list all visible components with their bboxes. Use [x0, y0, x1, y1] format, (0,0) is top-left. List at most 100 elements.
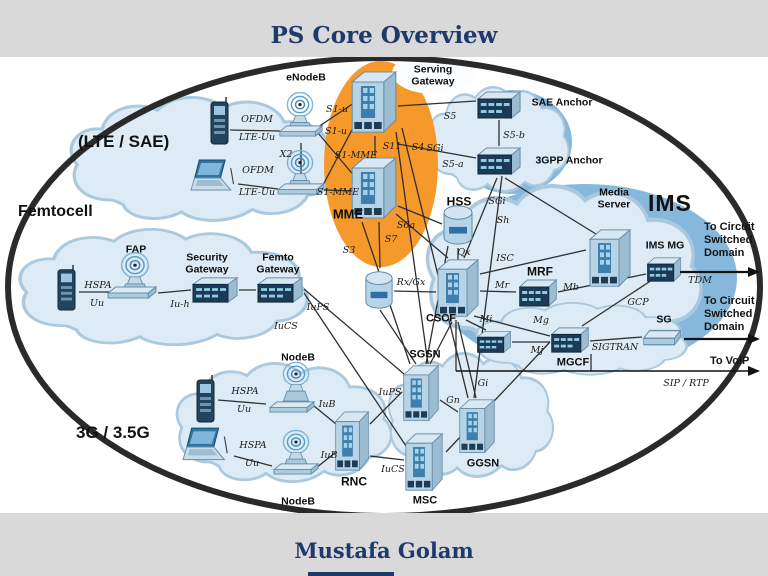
- link-label-mi: Mi: [479, 314, 493, 325]
- link-lines: [79, 100, 653, 469]
- link-label-s5b: S5-b: [503, 130, 525, 141]
- link-label-s1u-1: S1-u: [326, 104, 348, 115]
- fap-base-icon: [107, 286, 157, 299]
- label-serving-gateway: Serving Gateway: [411, 63, 455, 87]
- link-label-s5: S5: [443, 111, 457, 122]
- ggsn-server-icon: [459, 399, 495, 453]
- link-label-hspa-1: HSPA: [231, 386, 259, 397]
- serving-gateway-server-icon: [351, 71, 397, 133]
- link-label-iups-femto: IuPS: [306, 302, 330, 313]
- femto-handset-icon: [57, 264, 76, 311]
- slide-title: PS Core Overview: [270, 22, 498, 49]
- link-label-gn: Gn: [446, 395, 460, 406]
- mgcf-gateway-icon: [551, 327, 589, 353]
- bgcf-gateway-icon: [477, 331, 511, 353]
- label-mrf: MRF: [527, 264, 553, 279]
- label-rnc: RNC: [341, 474, 367, 489]
- cscf-server-icon: [437, 259, 479, 317]
- link-label-mj: Mj: [530, 345, 544, 356]
- label-nodeb-top: NodeB: [281, 351, 315, 364]
- region-label-lte-sae: (LTE / SAE): [78, 132, 170, 151]
- rnc-server-icon: [335, 411, 369, 471]
- link-label-x2: X2: [279, 149, 293, 160]
- media-server-icon: [589, 229, 631, 287]
- label-ggsn: GGSN: [466, 457, 500, 470]
- link-label-mg: Mg: [533, 315, 549, 326]
- label-mme: MME: [332, 206, 364, 222]
- label-sg: SG: [656, 313, 672, 326]
- femto-gateway-icon: [257, 277, 303, 303]
- label-fap: FAP: [125, 243, 147, 256]
- link-label-mb: Mb: [563, 282, 579, 293]
- link-label-iups-3g: IuPS: [378, 387, 402, 398]
- link-label-iucs-3g: IuCS: [381, 464, 405, 475]
- link-label-s1mme-1: S1-MME: [334, 150, 378, 161]
- link-label-s4: S4: [411, 142, 425, 153]
- label-cscf: CSCF: [426, 312, 456, 325]
- link-label-iucs-femto: IuCS: [274, 321, 298, 332]
- link-label-sh: Sh: [496, 215, 510, 226]
- slide-author: Mustafa Golam: [294, 538, 474, 563]
- sae-anchor-router-icon: [477, 91, 521, 119]
- label-sae-anchor: SAE Anchor: [531, 96, 593, 109]
- label-nodeb-bottom: NodeB: [281, 495, 315, 508]
- 3g-handset-icon: [196, 374, 215, 423]
- hss-database-icon: [443, 205, 473, 245]
- link-label-uu-1: Uu: [236, 404, 252, 415]
- dest-label-cs-domain-2: To Circuit Switched Domain: [704, 295, 755, 333]
- region-label-3g: 3G / 3.5G: [76, 423, 150, 442]
- dest-label-cs-domain-1: To Circuit Switched Domain: [704, 221, 755, 259]
- link-label-iub-1: IuB: [318, 399, 336, 410]
- lte-handset-icon: [210, 96, 229, 145]
- link-label-iu-h: Iu-h: [170, 299, 190, 310]
- link-label-sgi-2: SGi: [488, 196, 506, 207]
- label-3gpp-anchor: 3GPP Anchor: [535, 154, 603, 167]
- region-label-femtocell: Femtocell: [18, 203, 93, 220]
- link-label-ofdm-2: OFDM: [242, 165, 274, 176]
- link-label-sigtran: SIGTRAN: [591, 342, 639, 353]
- link-label-gi: Gi: [477, 378, 489, 389]
- link-label-s11: S11: [382, 141, 402, 152]
- footer-band: [0, 513, 768, 576]
- label-ims-mg: IMS MG: [645, 239, 685, 252]
- ims-mg-gateway-icon: [647, 257, 681, 282]
- region-label-ims: IMS: [648, 190, 692, 216]
- link-label-uu-femto: Uu: [89, 298, 105, 309]
- sgsn-server-icon: [403, 365, 439, 421]
- label-msc: MSC: [412, 494, 438, 507]
- link-label-rx-gx: Rx/Gx: [396, 277, 426, 288]
- bottom-navy-sliver: [308, 572, 394, 576]
- link-label-sgi-1: SGi: [426, 143, 444, 154]
- header-band: [0, 0, 768, 57]
- link-label-s3: S3: [342, 245, 356, 256]
- label-media-server: Media Server: [597, 186, 631, 210]
- label-mgcf: MGCF: [556, 356, 590, 369]
- link-label-gcp: GCP: [627, 297, 649, 308]
- link-label-lte-uu-1: LTE-Uu: [238, 132, 276, 143]
- link-label-s5a: S5-a: [442, 159, 464, 170]
- msc-server-icon: [405, 433, 443, 491]
- link-label-ofdm-1: OFDM: [241, 114, 273, 125]
- link-label-isc: ISC: [496, 253, 514, 264]
- link-label-s1mme-2: S1-MME: [316, 187, 360, 198]
- link-label-s6a: S6a: [396, 220, 416, 231]
- security-gateway-icon: [192, 277, 238, 303]
- enodeb-baseband-icon: [279, 125, 323, 137]
- link-label-hspa-femto: HSPA: [84, 280, 112, 291]
- link-label-qx: Qx: [457, 247, 471, 258]
- mrf-gateway-icon: [519, 279, 557, 307]
- dest-label-voip: To VoIP: [710, 355, 750, 367]
- link-label-uu-2: Uu: [244, 458, 260, 469]
- link-label-sip-rtp: SIP / RTP: [663, 378, 709, 389]
- link-label-tdm: TDM: [688, 275, 712, 286]
- sg-gateway-icon: [643, 329, 681, 346]
- link-label-s7: S7: [384, 234, 398, 245]
- label-femto-gateway: Femto Gateway: [256, 251, 300, 275]
- pcrf-database-icon: [365, 271, 393, 309]
- link-label-mr: Mr: [494, 280, 510, 291]
- nodeb-baseband-icon: [269, 401, 315, 413]
- label-security-gateway: Security Gateway: [185, 251, 229, 275]
- link-label-s1u-2: S1-u: [325, 126, 347, 137]
- link-label-iub-2: IuB: [320, 450, 338, 461]
